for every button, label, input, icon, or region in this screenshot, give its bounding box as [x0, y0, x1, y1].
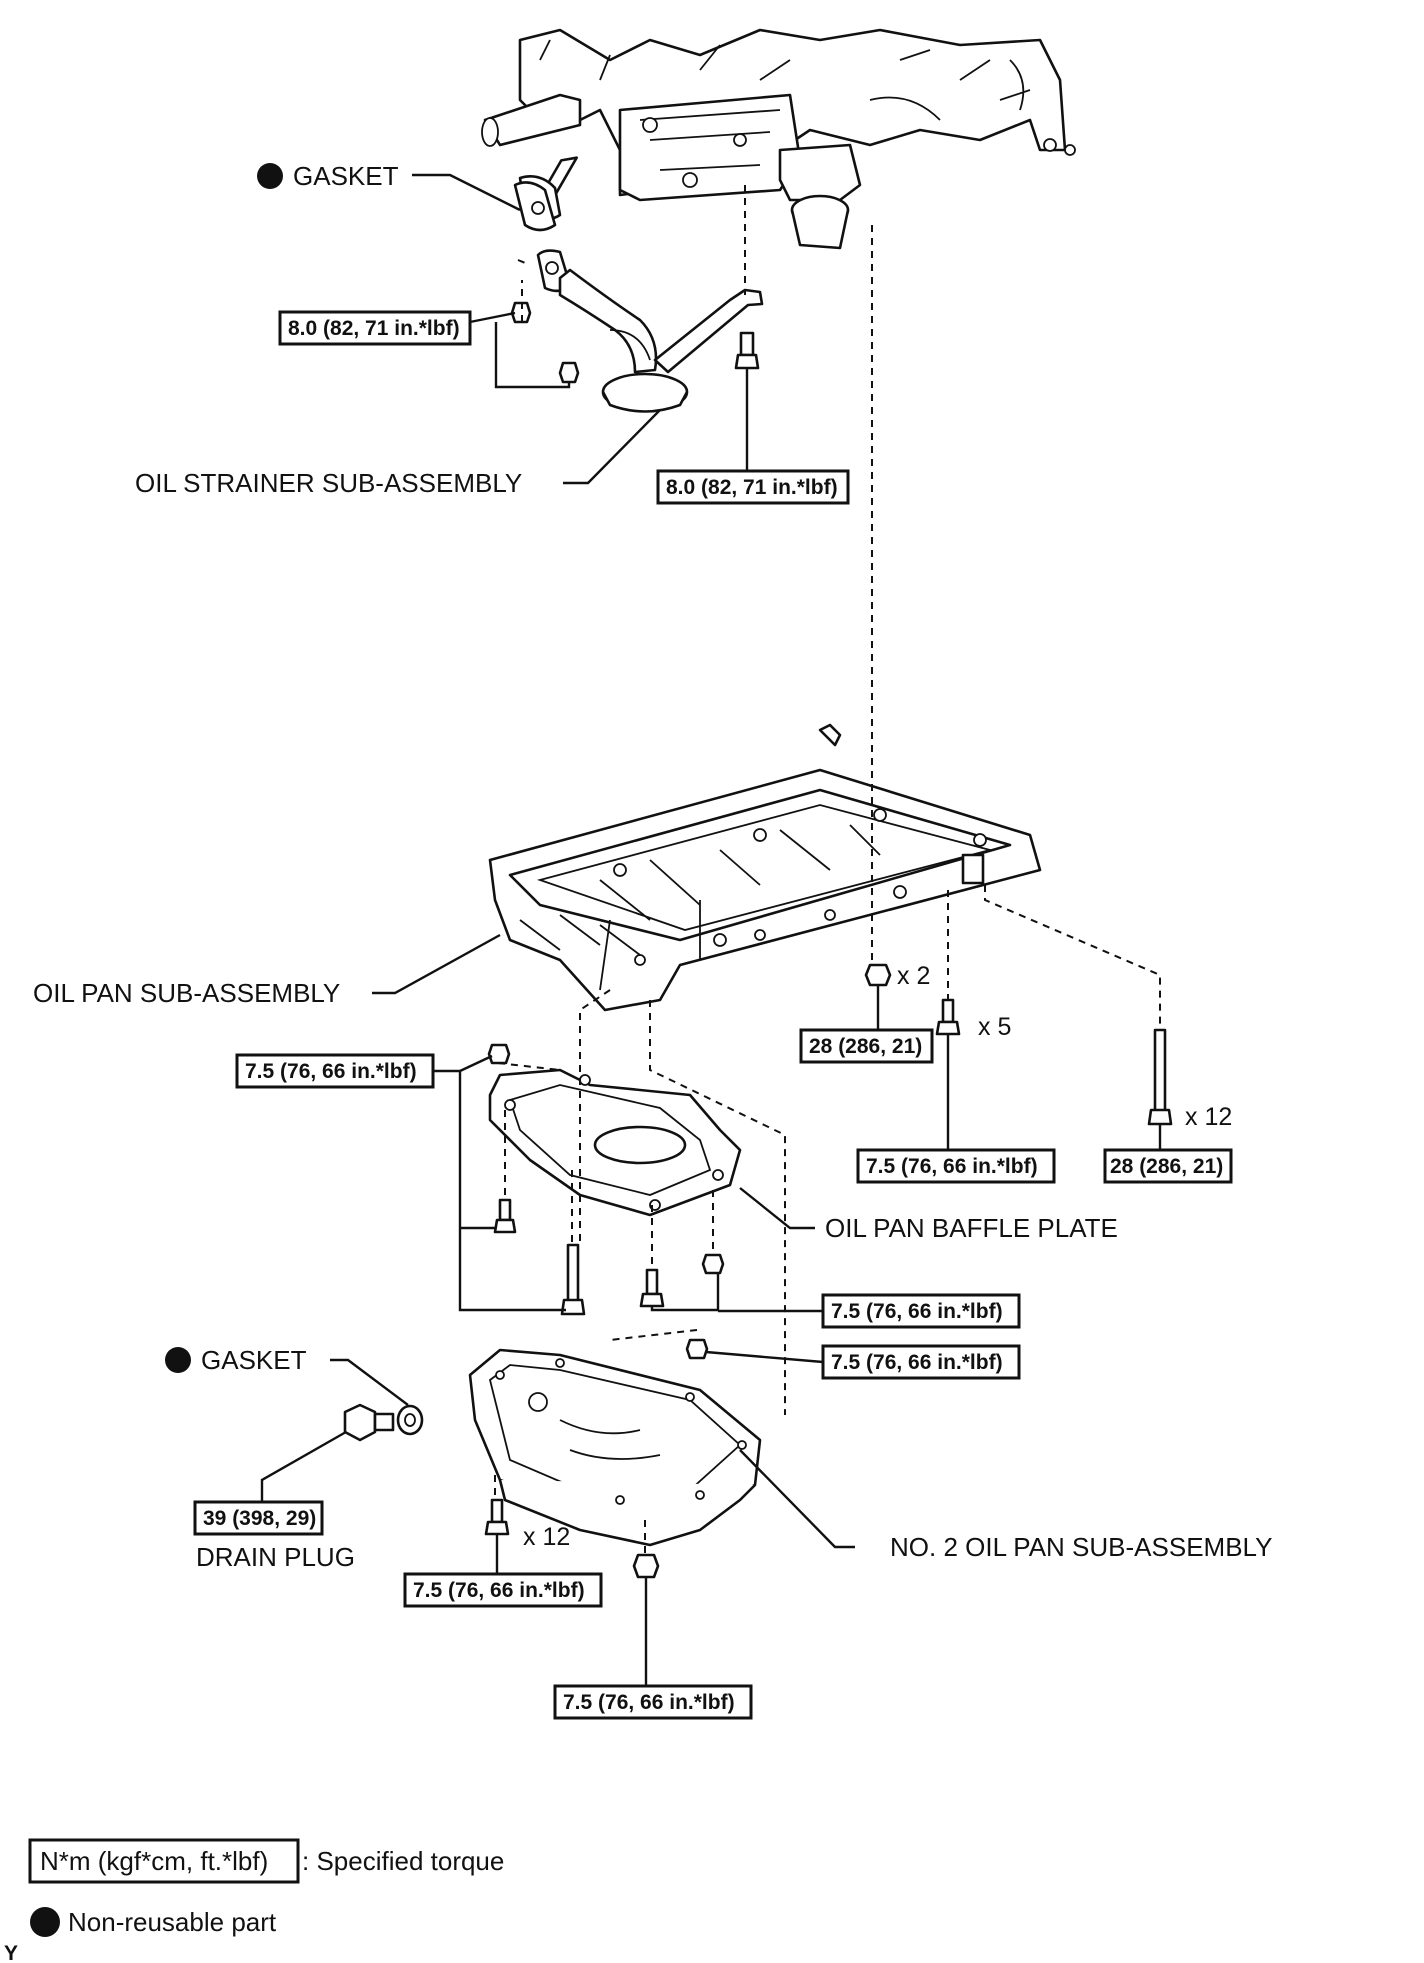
count-pan-bolts: x 5 — [978, 1013, 1011, 1041]
nonreusable-marker-icon — [257, 163, 283, 189]
torque-box — [1103, 1148, 1233, 1184]
count-pan-nuts: x 2 — [897, 962, 930, 990]
label-gasket-bottom: GASKET — [201, 1345, 307, 1375]
label-oil-strainer: OIL STRAINER SUB-ASSEMBLY — [135, 468, 522, 498]
torque-drain-plug: 39 (398, 29) — [203, 1507, 316, 1530]
torque-box — [656, 469, 850, 505]
torque-box — [799, 1028, 934, 1064]
torque-pan-bolts: 7.5 (76, 66 in.*lbf) — [866, 1155, 1038, 1178]
count-no2-bolts: x 12 — [523, 1523, 570, 1551]
torque-baffle-left: 7.5 (76, 66 in.*lbf) — [245, 1060, 417, 1083]
engine-block-drawing — [481, 28, 1076, 250]
legend-torque-box — [28, 1838, 300, 1884]
oil-pan-fasteners — [864, 963, 1173, 1126]
torque-box — [193, 1500, 324, 1536]
torque-box — [821, 1344, 1021, 1380]
label-gasket-top: GASKET — [293, 161, 399, 191]
torque-pan-nuts: 28 (286, 21) — [809, 1035, 922, 1058]
torque-no2-nut-right: 7.5 (76, 66 in.*lbf) — [831, 1351, 1003, 1374]
torque-strainer-nuts: 8.0 (82, 71 in.*lbf) — [288, 317, 460, 340]
legend-torque-desc: : Specified torque — [302, 1846, 504, 1876]
drain-plug-drawing — [343, 1403, 377, 1442]
torque-box — [553, 1684, 753, 1720]
nonreusable-legend-icon — [30, 1907, 60, 1937]
torque-box — [278, 310, 472, 346]
strainer-fasteners — [510, 301, 760, 384]
baffle-fasteners — [487, 1043, 725, 1316]
corner-mark: Y — [4, 1942, 18, 1963]
legend: N*m (kgf*cm, ft.*lbf) : Specified torque… — [28, 1838, 504, 1937]
torque-pan-studs: 28 (286, 21) — [1110, 1155, 1223, 1178]
torque-baffle-right: 7.5 (76, 66 in.*lbf) — [831, 1300, 1003, 1323]
count-pan-studs: x 12 — [1185, 1103, 1232, 1131]
leader-lines — [260, 173, 1162, 1686]
torque-box — [235, 1053, 435, 1089]
label-drain-plug: DRAIN PLUG — [196, 1542, 355, 1572]
legend-torque-unit: N*m (kgf*cm, ft.*lbf) — [40, 1846, 268, 1876]
torque-no2-nut-bottom: 7.5 (76, 66 in.*lbf) — [563, 1691, 735, 1714]
label-no2-oil-pan: NO. 2 OIL PAN SUB-ASSEMBLY — [890, 1532, 1272, 1562]
legend-nonreusable: Non-reusable part — [68, 1907, 277, 1937]
torque-box — [856, 1148, 1056, 1184]
torque-box — [821, 1293, 1021, 1329]
label-baffle-plate: OIL PAN BAFFLE PLATE — [825, 1213, 1118, 1243]
label-oil-pan: OIL PAN SUB-ASSEMBLY — [33, 978, 340, 1008]
baffle-plate-drawing — [488, 1068, 742, 1217]
torque-strainer-bolt: 8.0 (82, 71 in.*lbf) — [666, 476, 838, 499]
top-gasket-drawing — [513, 181, 557, 232]
alignment-dashed-lines — [494, 185, 1161, 1555]
torque-no2-bolts: 7.5 (76, 66 in.*lbf) — [413, 1579, 585, 1602]
no2-fasteners — [343, 1338, 709, 1579]
torque-box — [403, 1572, 603, 1608]
no2-oil-pan-drawing — [468, 1348, 762, 1547]
nonreusable-marker-icon — [165, 1347, 191, 1373]
oil-pan-drawing — [488, 723, 1042, 1012]
